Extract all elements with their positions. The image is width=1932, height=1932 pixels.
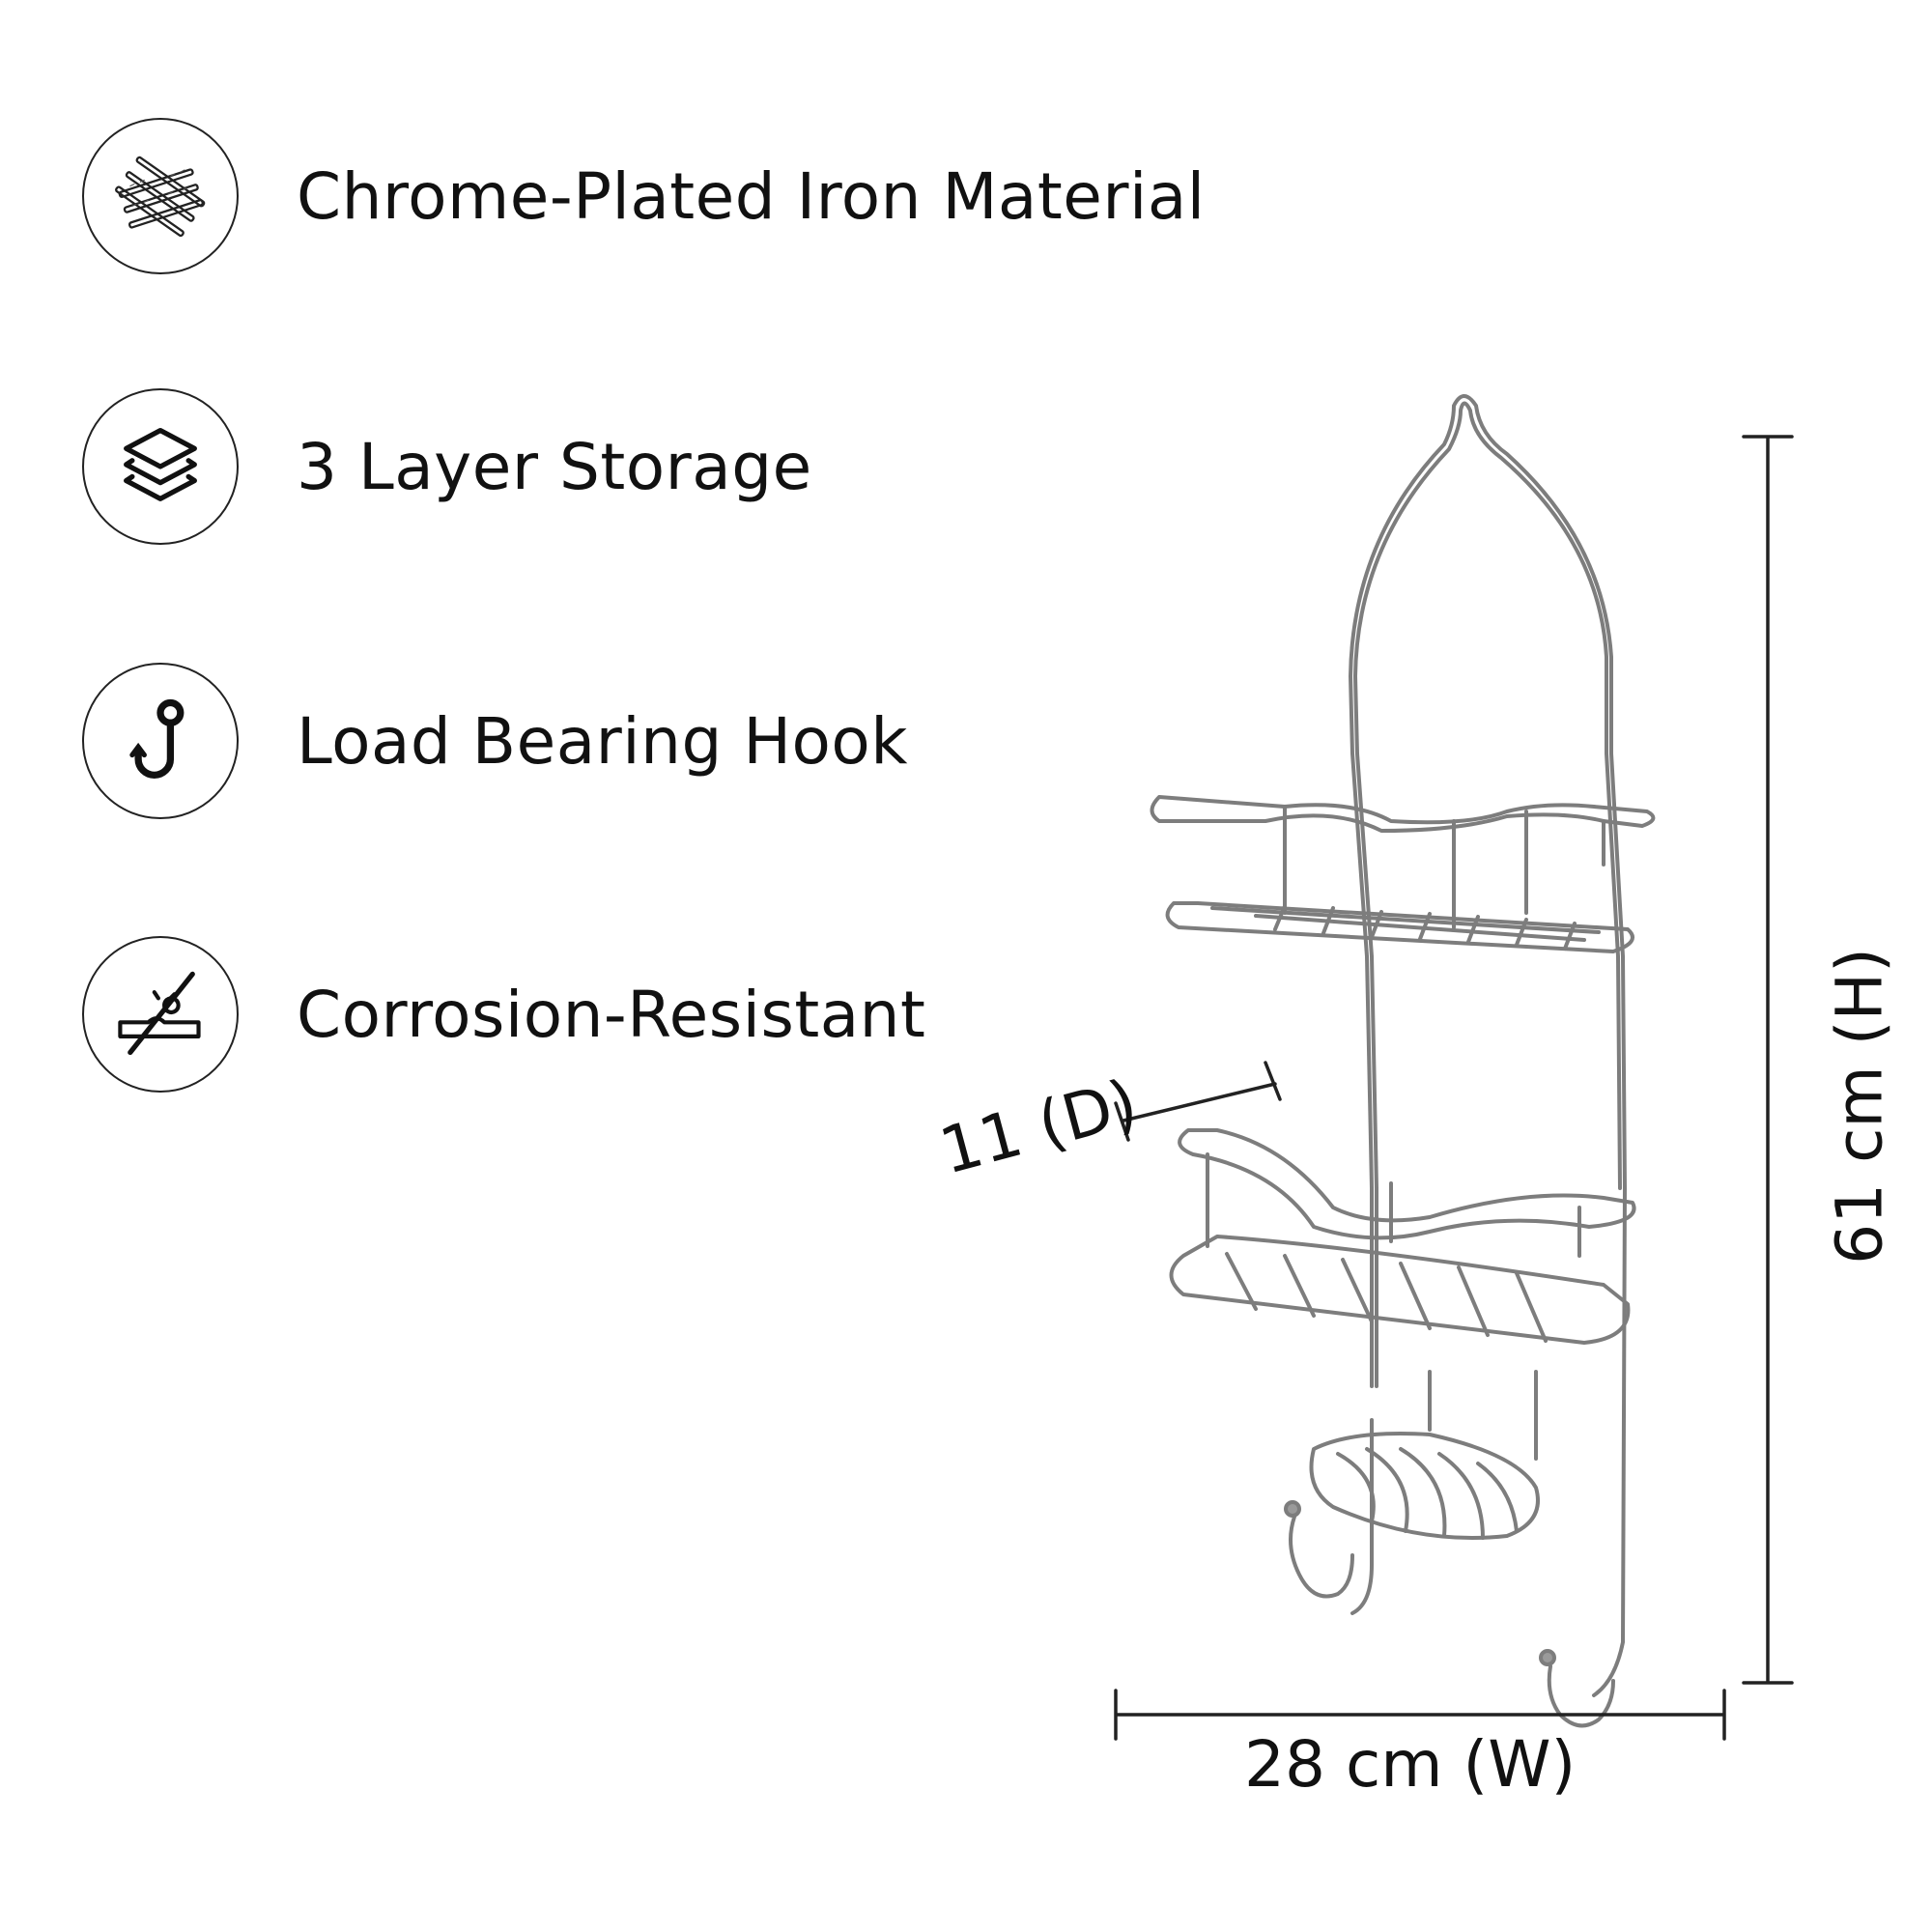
feature-label: Corrosion-Resistant [297, 977, 926, 1052]
feature-label: Chrome-Plated Iron Material [297, 158, 1206, 234]
feature-label: 3 Layer Storage [297, 429, 812, 504]
top-shelf [1150, 795, 1656, 953]
soap-dish [1309, 1370, 1540, 1540]
width-dimension-line [1114, 1689, 1726, 1741]
feature-label: Load Bearing Hook [297, 703, 908, 779]
shower-caddy-illustration [1114, 394, 1794, 1741]
dimension-lines [1114, 435, 1794, 1741]
middle-shelf [1169, 1128, 1636, 1345]
layers-icon [82, 388, 239, 545]
depth-dimension-line [1114, 1061, 1282, 1142]
hook-icon [82, 663, 239, 819]
feature-load-bearing-hook: Load Bearing Hook [82, 659, 908, 823]
height-dimension-label: 61 cm (H) [1822, 948, 1897, 1264]
height-dimension-line [1742, 435, 1794, 1685]
width-dimension-label: 28 cm (W) [1244, 1727, 1577, 1802]
feature-chrome-plated: Chrome-Plated Iron Material [82, 114, 1206, 278]
feature-corrosion-resistant: Corrosion-Resistant [82, 932, 925, 1096]
iron-mesh-icon [82, 118, 239, 274]
hooks [1284, 1500, 1615, 1728]
feature-layer-storage: 3 Layer Storage [82, 384, 812, 549]
caddy-frame [1349, 394, 1627, 1697]
no-corrosion-icon [82, 936, 239, 1093]
